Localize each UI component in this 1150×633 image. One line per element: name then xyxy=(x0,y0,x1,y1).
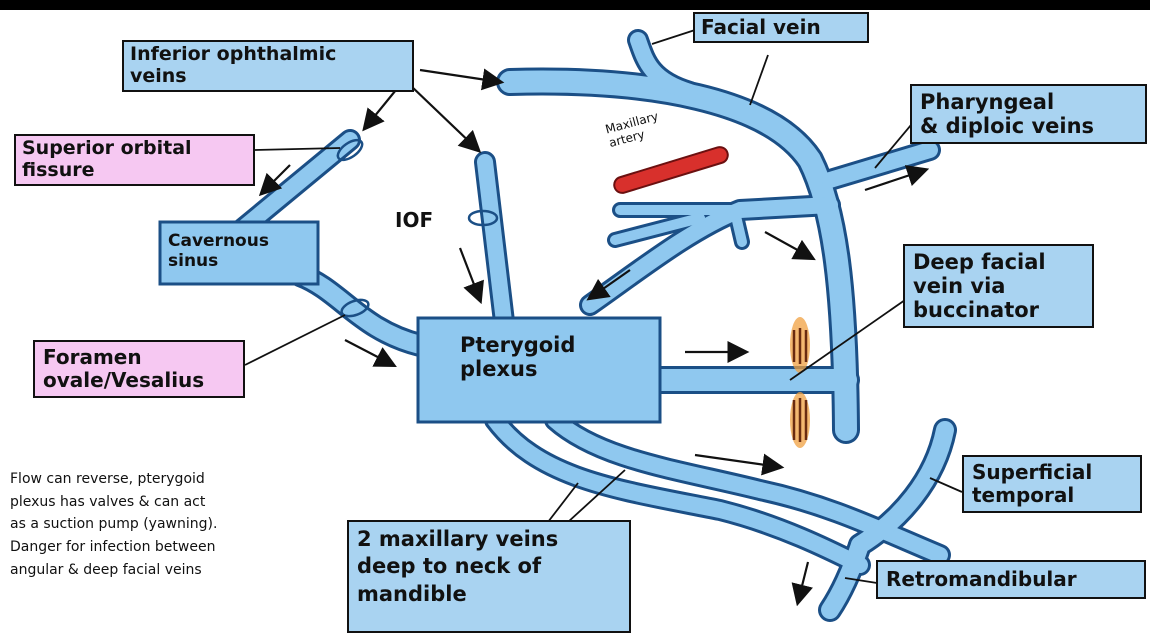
label-iof: IOF xyxy=(395,208,433,232)
deep-branch-drop xyxy=(735,212,742,242)
arrow-retromandibular xyxy=(798,562,808,602)
label-facial-vein: Facial vein xyxy=(693,12,869,43)
label-inferior-ophthalmic: Inferior ophthalmic veins xyxy=(122,40,414,92)
label-superficial-temporal: Superficial temporal xyxy=(962,455,1142,513)
clinical-note: Flow can reverse, pterygoid plexus has v… xyxy=(10,468,330,581)
arrow-iof-down xyxy=(460,248,480,300)
label-deep-facial: Deep facial vein via buccinator xyxy=(903,244,1094,328)
ophthalmic-vein xyxy=(485,162,505,330)
arrow-maxillary xyxy=(695,455,780,467)
arrow-ophthalmic-to-iof xyxy=(410,85,478,150)
arrow-ophthalmic-to-facial xyxy=(420,70,500,82)
leader-facial-vein xyxy=(652,30,695,44)
label-superior-orbital-fissure: Superior orbital fissure xyxy=(14,134,255,186)
label-retromandibular: Retromandibular xyxy=(876,560,1146,599)
label-pterygoid-plexus: Pterygoid plexus xyxy=(460,333,575,381)
label-maxillary-veins: 2 maxillary veins deep to neck of mandib… xyxy=(347,520,631,633)
maxillary-artery xyxy=(612,145,730,195)
leader-facial-vein-2 xyxy=(750,55,768,105)
leader-ovale xyxy=(245,315,345,365)
label-pharyngeal-diploic: Pharyngeal & diploic veins xyxy=(910,84,1147,144)
label-cavernous-sinus: Cavernous sinus xyxy=(168,232,269,271)
arrow-deep-branch xyxy=(765,232,812,258)
label-foramen-ovale: Foramen ovale/Vesalius xyxy=(33,340,245,398)
